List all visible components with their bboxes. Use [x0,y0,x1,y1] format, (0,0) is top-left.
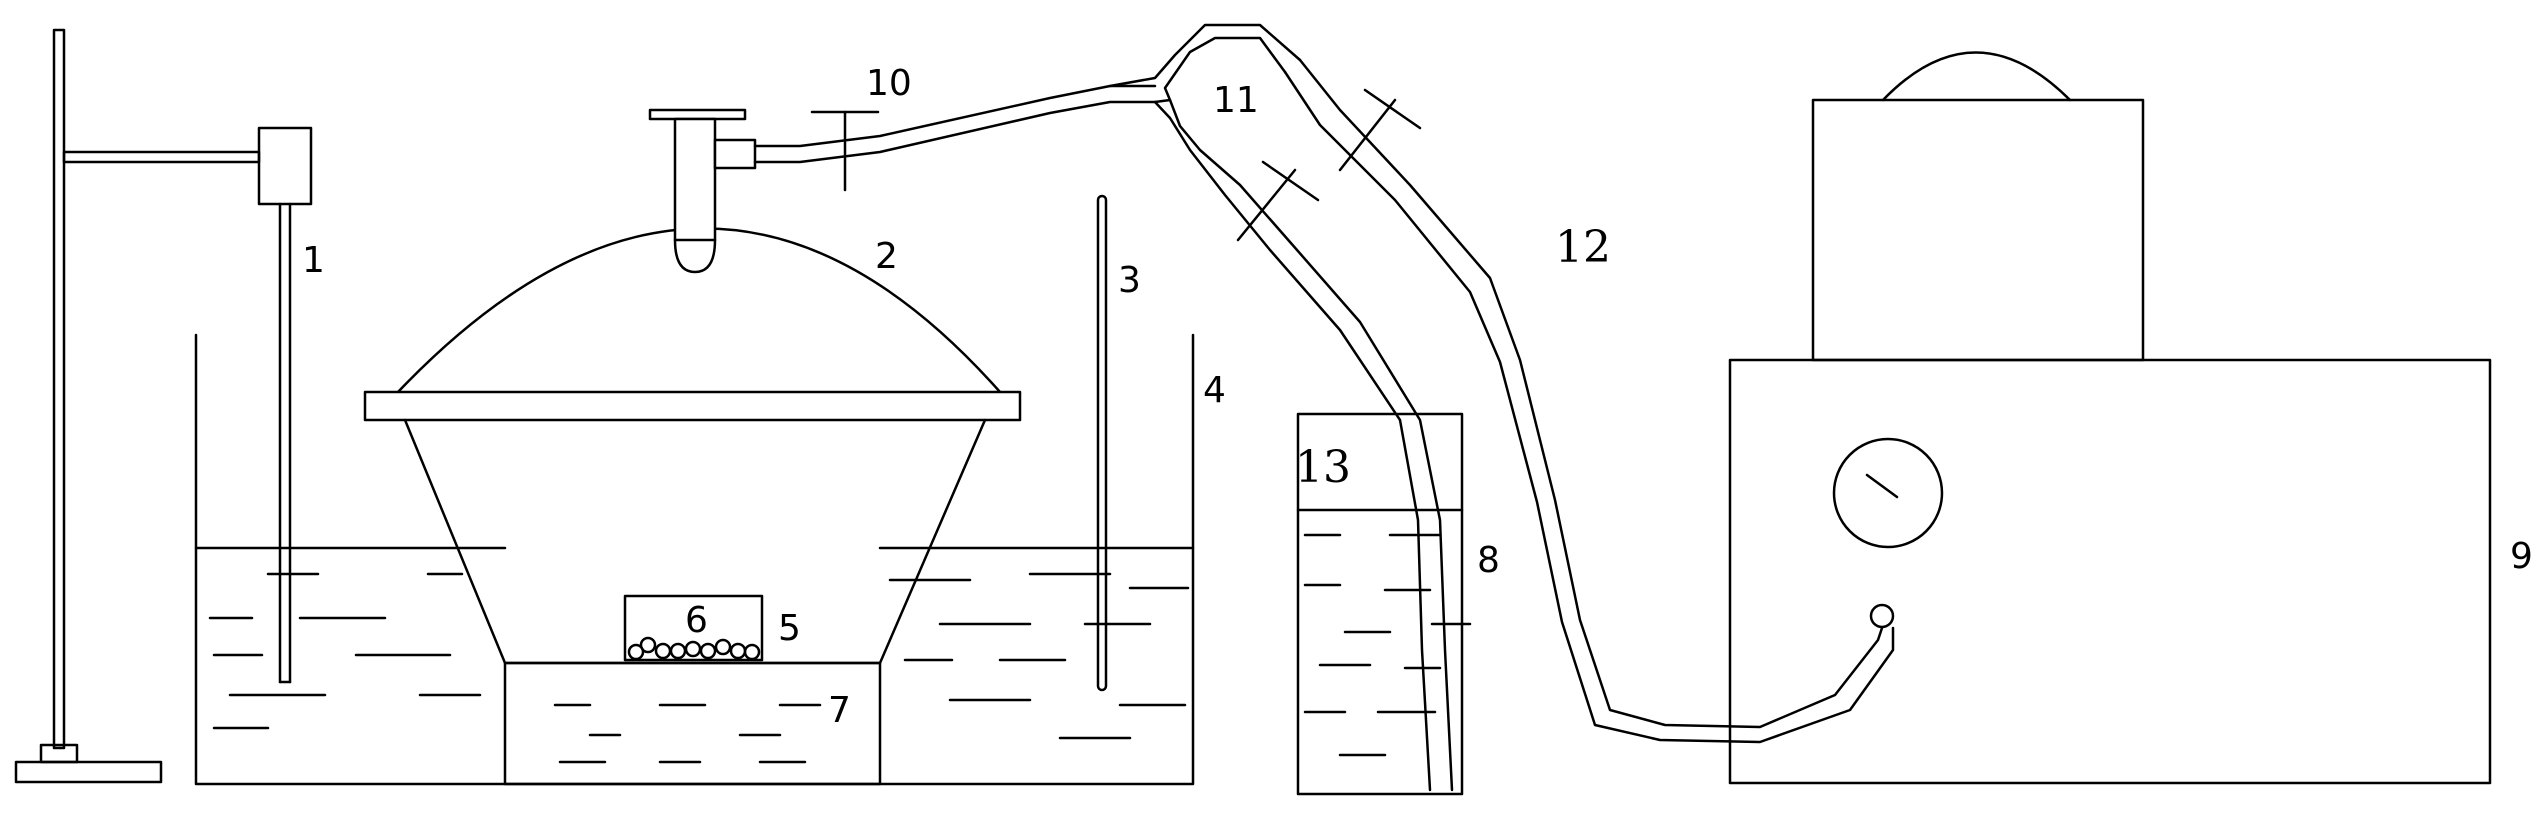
label-7: 7 [828,690,851,731]
hoses [753,23,1895,792]
label-1: 1 [302,240,325,281]
hose-clamps [810,88,1472,626]
bath-water-dashes [208,572,1190,740]
label-13: 13 [1295,442,1351,493]
vacuum-pump [1728,51,2492,785]
stopcock [648,108,757,274]
label-5: 5 [778,608,801,649]
label-2: 2 [875,236,898,277]
label-6: 6 [685,600,708,641]
label-3: 3 [1118,260,1141,301]
labels: 1 2 3 4 5 6 7 8 9 10 11 12 13 [302,63,2533,731]
retort-stand [14,28,313,784]
label-10: 10 [866,63,912,104]
label-4: 4 [1203,370,1226,411]
sample-beads [627,636,761,661]
label-9: 9 [2510,536,2533,577]
support-block [503,661,882,786]
desiccator [363,227,1022,665]
stirrer-rod [278,202,292,684]
sample-basket [623,594,764,662]
thermometer [1096,194,1108,692]
label-8: 8 [1477,540,1500,581]
label-11: 11 [1213,80,1259,121]
label-12: 12 [1555,222,1611,273]
